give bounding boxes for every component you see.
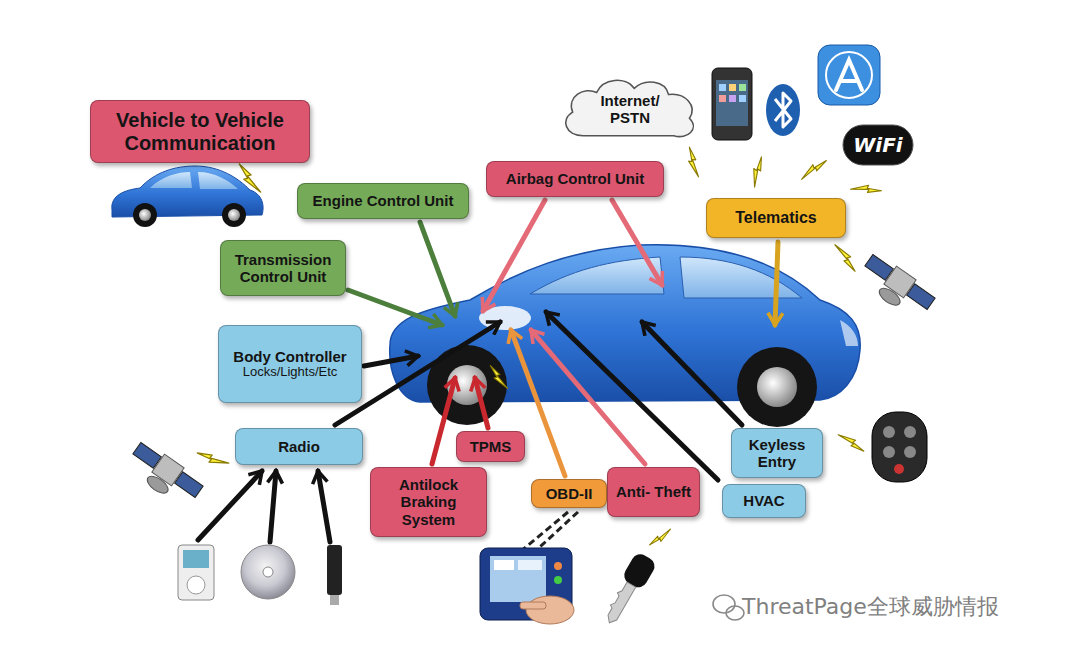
cd-icon [241,545,295,599]
wireless-bolts [197,147,881,550]
wifi-logo-text: WiFi [843,125,913,165]
box-label: Engine Control Unit [313,192,454,209]
hvac-box: HVAC [722,484,806,518]
box-label: Keyless Entry [740,436,814,471]
box-sublabel: Locks/Lights/Etc [243,365,338,380]
smartphone-icon [712,68,752,140]
tcu-box: Transmission Control Unit [220,240,346,296]
main-car [390,245,860,427]
obd-scanner-icon [480,512,578,624]
wechat-icon [713,595,744,620]
box-label: Body Controller [233,348,346,365]
v2v-box: Vehicle to Vehicle Communication [90,100,310,163]
radio-box: Radio [235,428,363,465]
ecu-box: Engine Control Unit [297,183,469,219]
app-store-icon [818,45,880,105]
usb-stick-icon [327,545,342,605]
key-fob-icon [872,412,927,482]
keyless-box: Keyless Entry [731,428,823,478]
media-player-icon [178,545,214,600]
airbag-box: Airbag Control Unit [486,161,664,197]
box-label: Telematics [735,209,817,227]
box-label: Anti- Theft [616,483,691,500]
small-car [112,166,263,227]
network-cloud: Internet/ PSTN [557,74,703,144]
wifi-logo [843,125,913,165]
box-label: Antilock Braking System [379,476,478,528]
watermark: ThreatPage全球威胁情报 [742,592,1062,622]
box-label: Airbag Control Unit [506,170,644,187]
box-label: OBD-II [546,485,593,502]
box-label: TPMS [470,438,512,455]
box-label: HVAC [743,492,784,509]
satellite-icon [123,439,205,511]
pointer-arrows [198,200,778,542]
bluetooth-icon [766,84,800,136]
box-label: Transmission Control Unit [228,251,338,286]
satellite-icon [855,251,937,323]
box-label: Internet/ PSTN [581,92,679,127]
body-controller-box: Body ControllerLocks/Lights/Etc [218,325,362,403]
obd-box: OBD-II [531,479,607,508]
car-key-icon [599,551,658,629]
telematics-box: Telematics [706,198,846,238]
anti-theft-box: Anti- Theft [607,467,700,517]
tpms-box: TPMS [456,431,525,462]
box-label: Vehicle to Vehicle Communication [101,109,299,155]
box-label: Radio [278,438,320,455]
abs-box: Antilock Braking System [370,467,487,537]
